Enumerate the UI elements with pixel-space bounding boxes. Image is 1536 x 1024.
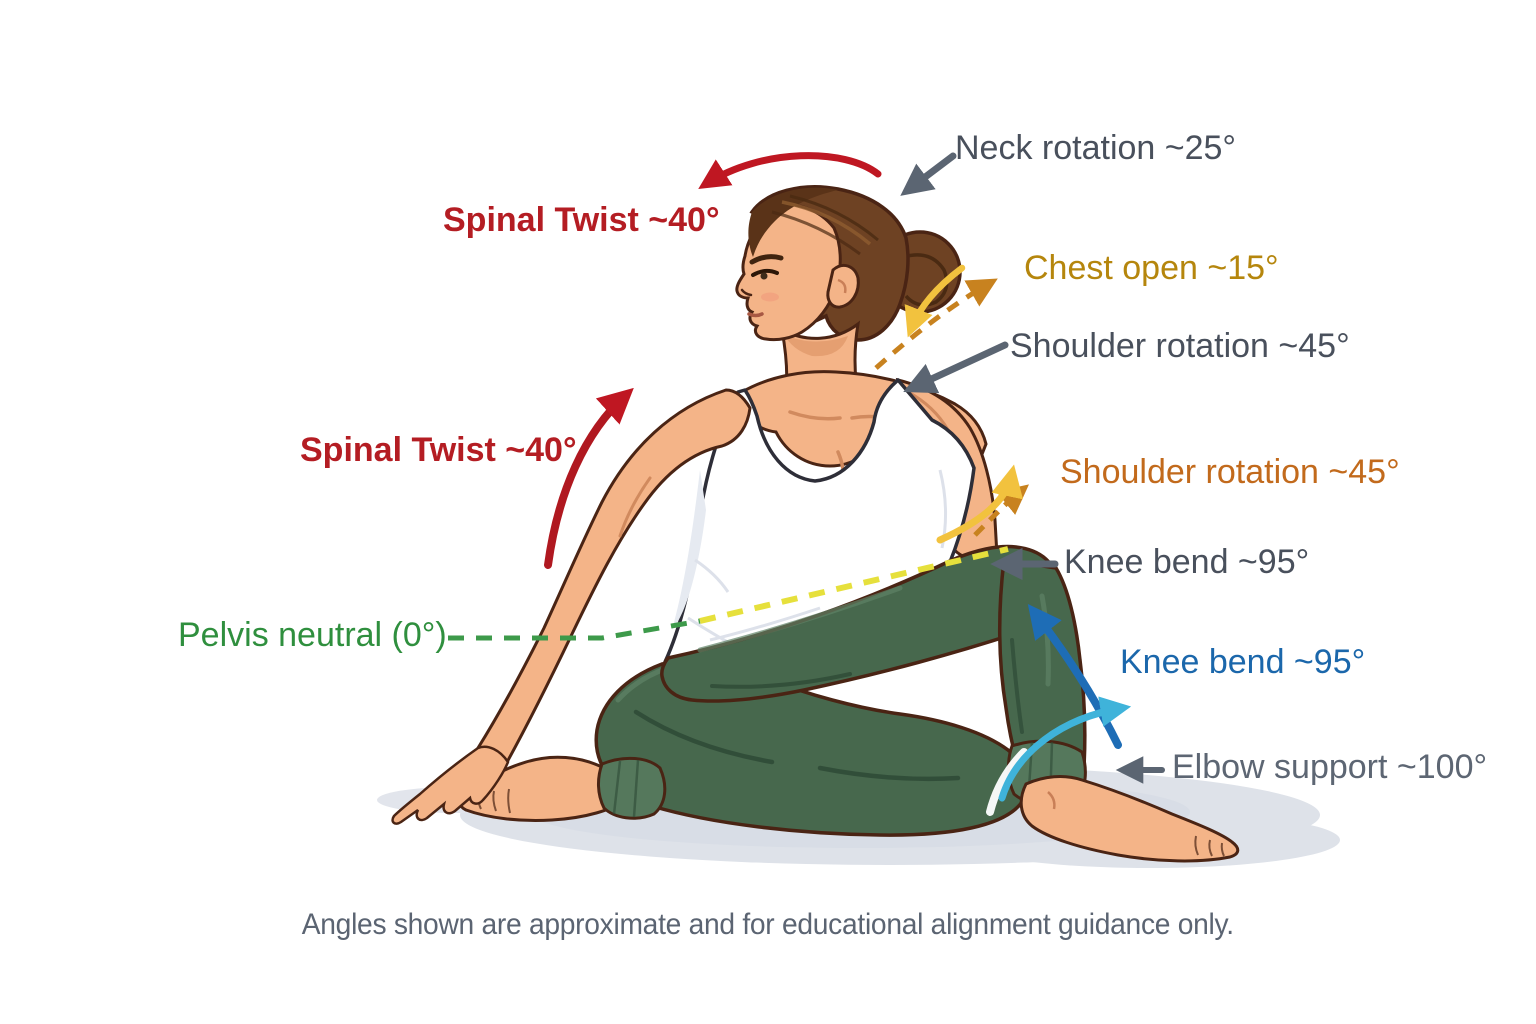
shoulder-rotation-arrow-gray	[903, 341, 1009, 394]
left-hand	[391, 745, 510, 825]
knee-bend-arc-blue	[1027, 604, 1122, 749]
label-chest-open: Chest open ~15°	[1024, 249, 1279, 287]
label-elbow-support: Elbow support ~100°	[1172, 748, 1488, 786]
spinal-twist-arc-top	[698, 152, 882, 189]
left-arm	[475, 388, 752, 767]
label-pelvis-neutral: Pelvis neutral (0°)	[178, 616, 447, 654]
head	[735, 187, 879, 342]
label-knee-bend-lower: Knee bend ~95°	[1120, 643, 1366, 681]
label-shoulder-rotation-upper: Shoulder rotation ~45°	[1010, 327, 1350, 365]
footnote-caption-text: Angles shown are approximate and for edu…	[301, 908, 1235, 941]
eyebrow-icon	[749, 254, 784, 265]
thigh-dashed-line	[699, 546, 1009, 624]
mouth-icon	[747, 312, 764, 318]
spinal-twist-arc-mid	[544, 387, 634, 569]
ear-icon	[826, 263, 860, 309]
footnote-caption: Angles shown are approximate and for edu…	[0, 908, 1536, 942]
label-knee-bend-upper: Knee bend ~95°	[1064, 543, 1310, 581]
left-legging-cuff	[597, 756, 667, 820]
label-spinal-twist-mid: Spinal Twist ~40°	[300, 431, 577, 469]
label-neck-rotation: Neck rotation ~25°	[955, 129, 1237, 167]
shoulder-rotation-curve-arrow	[936, 464, 1024, 544]
label-shoulder-rotation-lower: Shoulder rotation ~45°	[1060, 453, 1400, 491]
right-foot	[1019, 775, 1240, 863]
eye-icon	[751, 268, 779, 277]
ankle-arc-white-segment	[986, 748, 1028, 816]
elbow-support-arc-cyan	[998, 696, 1132, 802]
pelvis-dashed-line	[448, 618, 701, 641]
shoulder-rotation-dashed-arrow	[973, 484, 1029, 537]
chest-open-curve-arrow	[904, 264, 966, 338]
label-spinal-twist-top: Spinal Twist ~40°	[443, 201, 720, 239]
hair-front	[748, 187, 838, 257]
neck-rotation-arrow	[900, 152, 957, 196]
